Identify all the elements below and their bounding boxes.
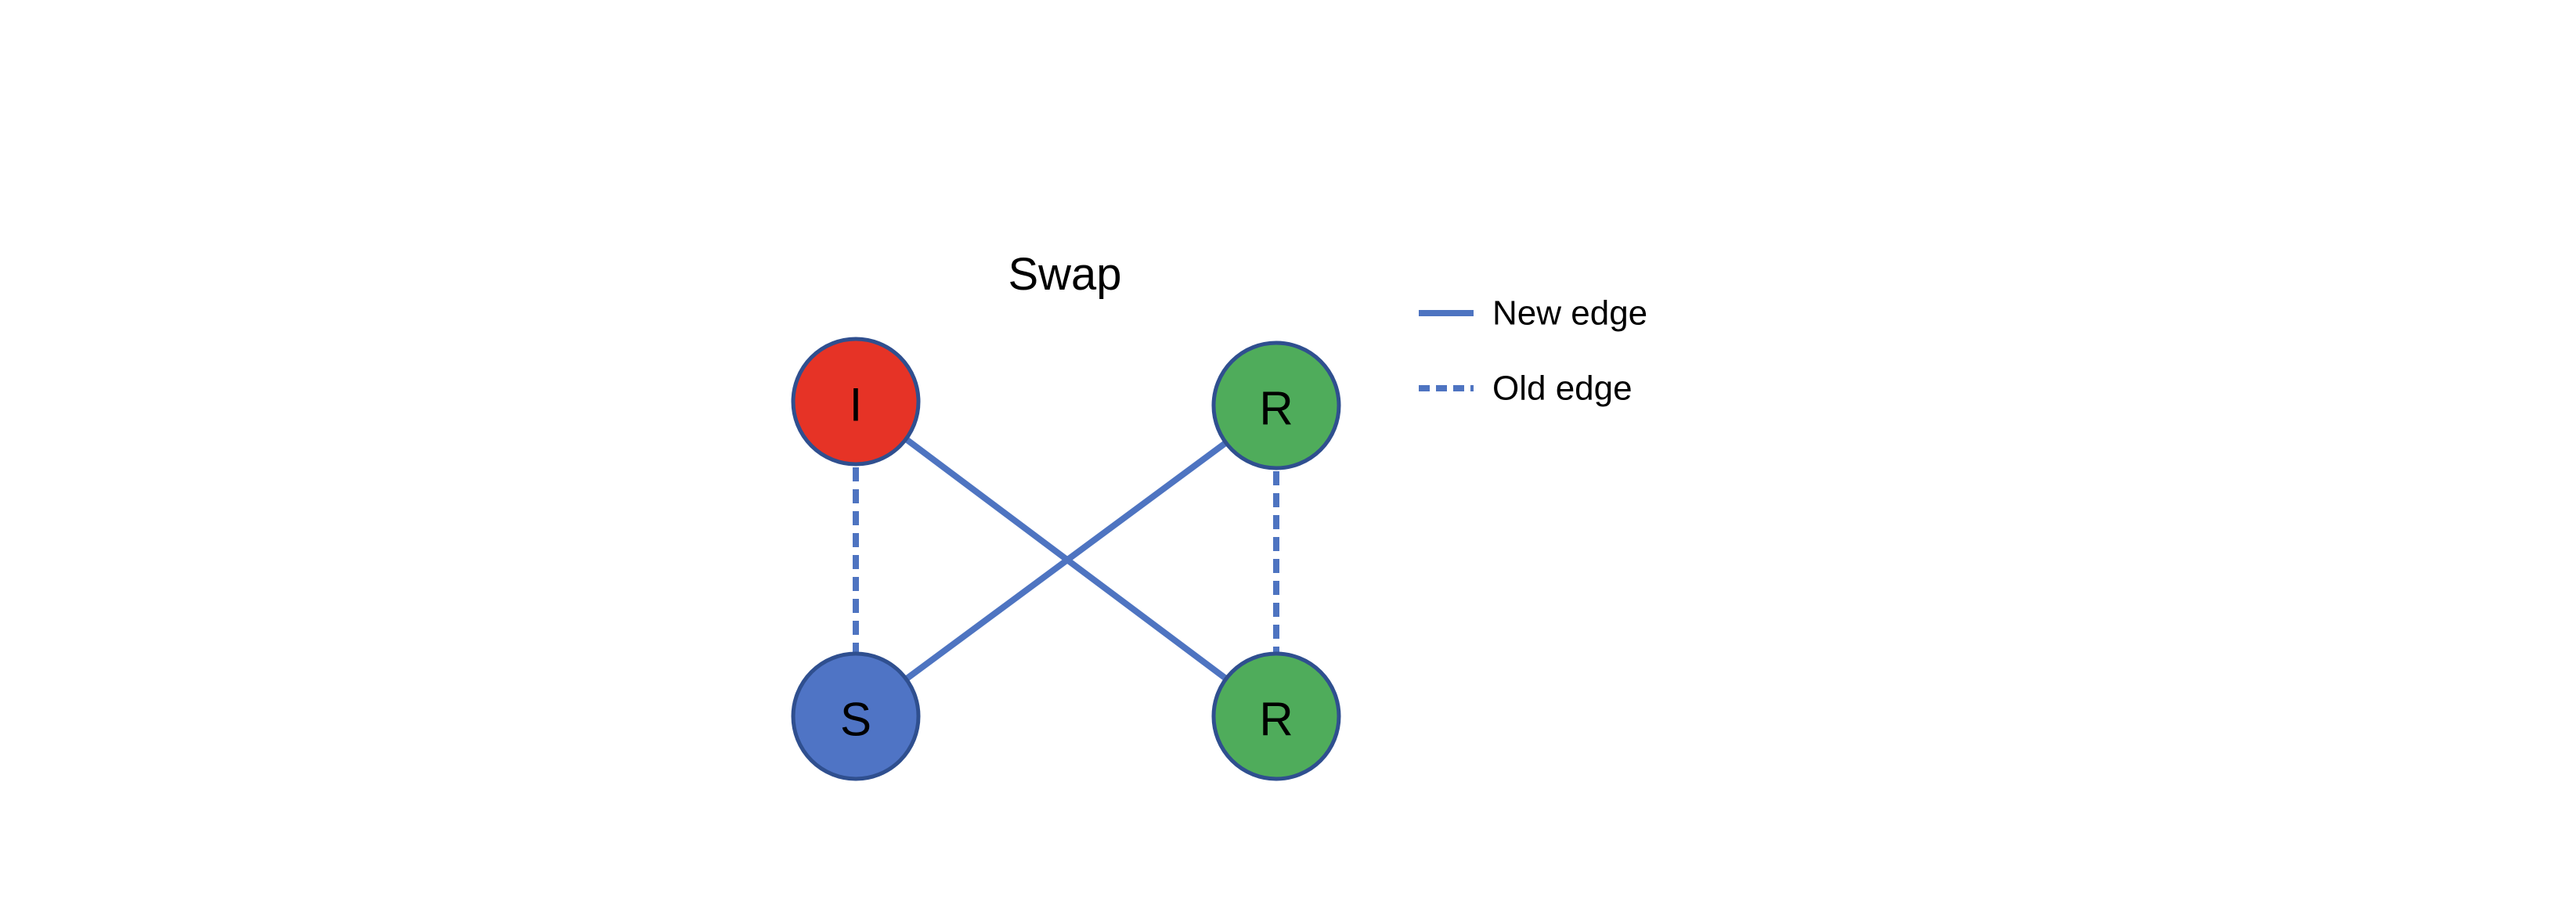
- legend: New edge Old edge: [1419, 294, 1647, 408]
- node-recovered-bottom-circle: [1211, 651, 1341, 781]
- node-recovered-top-label: R: [1259, 383, 1293, 435]
- node-recovered-bottom: R: [1211, 651, 1341, 781]
- node-recovered-bottom-label: R: [1259, 694, 1293, 746]
- legend-new-edge-label: New edge: [1492, 294, 1647, 333]
- node-recovered-top-circle: [1211, 341, 1341, 470]
- diagram-title: Swap: [1008, 249, 1121, 300]
- node-susceptible-circle: [791, 651, 921, 781]
- node-infected-circle: [791, 337, 921, 467]
- legend-item-new-edge: New edge: [1419, 294, 1647, 333]
- node-infected-label: I: [850, 379, 863, 431]
- node-susceptible: S: [791, 651, 921, 781]
- edges-layer: [853, 398, 1279, 719]
- node-infected: I: [791, 337, 921, 467]
- new-edge-r-to-s: [853, 402, 1279, 719]
- legend-item-old-edge: Old edge: [1419, 369, 1633, 408]
- node-susceptible-label: S: [840, 694, 871, 746]
- node-recovered-top: R: [1211, 341, 1341, 470]
- nodes-layer: I R S R: [791, 337, 1341, 781]
- legend-old-edge-label: Old edge: [1492, 369, 1633, 408]
